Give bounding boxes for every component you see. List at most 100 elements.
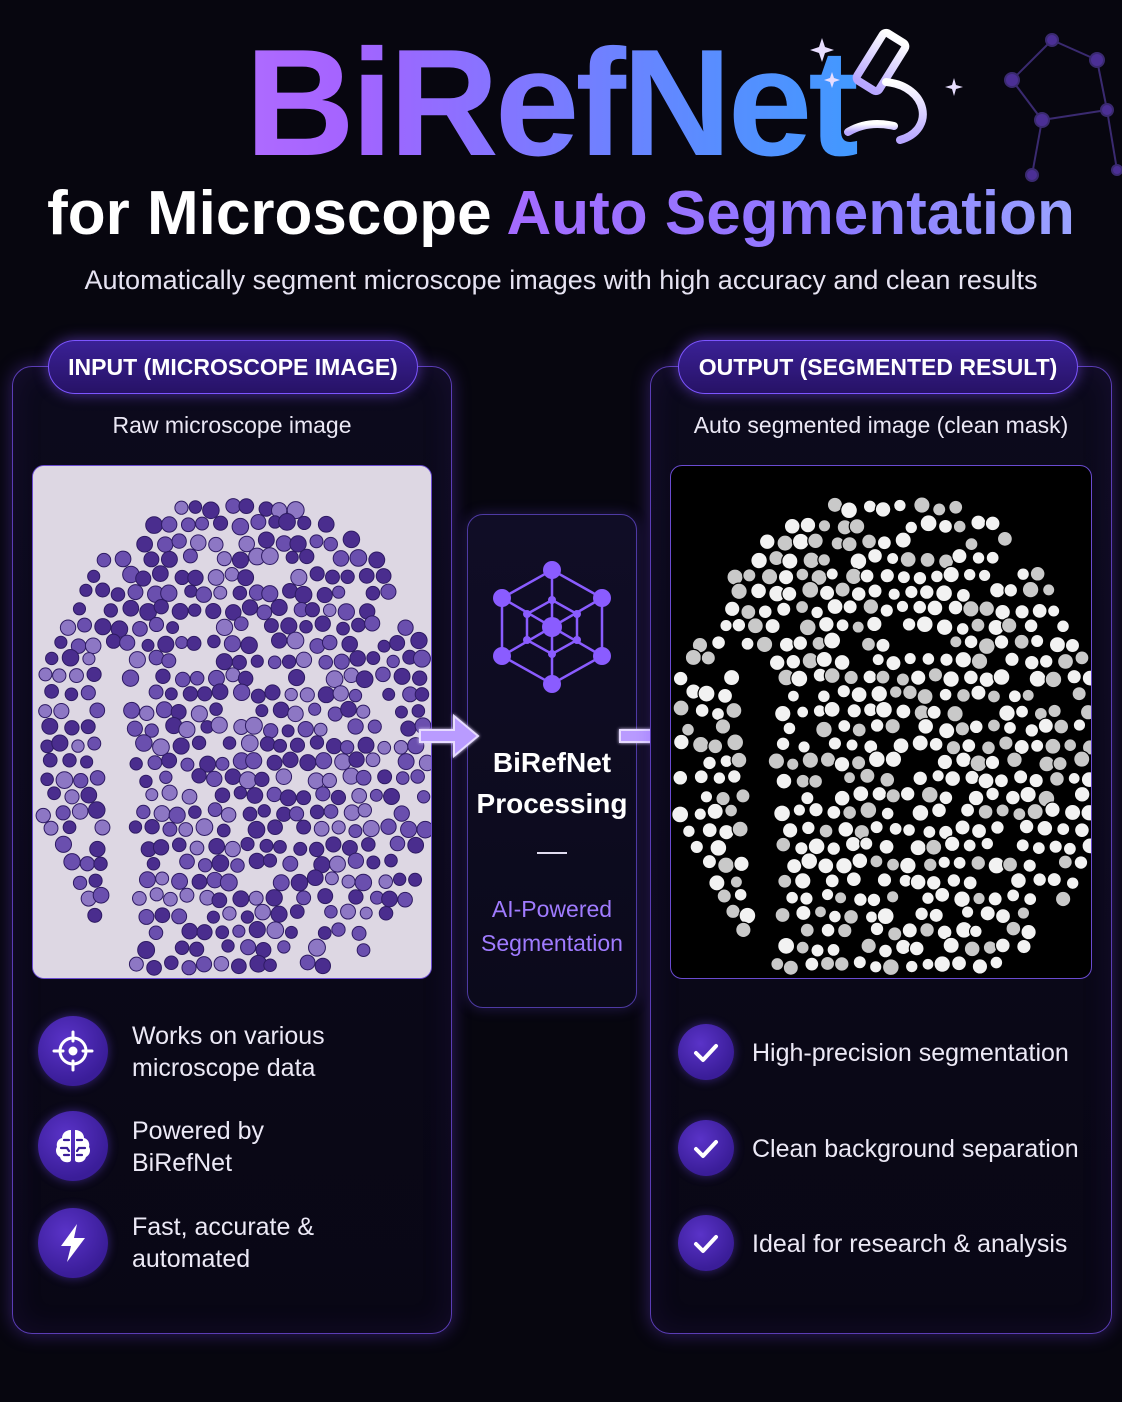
cell (224, 768, 242, 785)
cell (329, 855, 346, 873)
cell (808, 801, 824, 818)
cell (207, 569, 225, 586)
cell (180, 757, 195, 772)
cell (708, 874, 726, 892)
cell (845, 738, 859, 752)
cell (804, 956, 820, 972)
cell (213, 955, 230, 972)
cell (869, 819, 884, 835)
cell (1021, 688, 1035, 702)
cell (820, 887, 835, 902)
cell (172, 837, 187, 853)
cell (240, 636, 258, 655)
cell (272, 701, 290, 719)
cell (259, 736, 276, 752)
feature-line: automated (132, 1245, 251, 1273)
cell (1024, 722, 1040, 738)
cell (926, 704, 942, 721)
cell (939, 652, 954, 668)
cell (750, 551, 768, 570)
cell (1004, 651, 1020, 668)
cell (1014, 704, 1030, 719)
cell (148, 684, 164, 700)
cell (296, 890, 312, 906)
cell (1037, 717, 1054, 734)
cell (1063, 738, 1078, 753)
cell (82, 652, 96, 666)
cell (909, 873, 927, 891)
cell (867, 750, 886, 769)
cell (416, 820, 431, 839)
cell (181, 960, 197, 976)
cell (88, 873, 103, 888)
cell (149, 887, 164, 902)
cell (978, 671, 996, 689)
segmented-cells-illustration (671, 496, 1091, 977)
cell (356, 704, 371, 719)
cell (309, 735, 325, 750)
cell (716, 687, 734, 704)
cell (942, 670, 960, 688)
cell (135, 570, 152, 587)
cell (336, 621, 350, 636)
cell (380, 818, 397, 835)
cell (266, 786, 282, 803)
cell (816, 689, 831, 704)
cell (876, 872, 893, 888)
cell (248, 852, 266, 870)
cell (54, 835, 73, 853)
feature-powered-by: Powered by BiRefNet (132, 1115, 432, 1179)
cell (817, 518, 832, 533)
cell (152, 738, 170, 757)
cell (951, 547, 968, 565)
cell (386, 654, 400, 669)
cell (833, 956, 850, 972)
cell (775, 836, 792, 853)
cell (137, 941, 156, 959)
output-panel-label: OUTPUT (SEGMENTED RESULT) (678, 340, 1078, 394)
cell (163, 891, 178, 907)
cell (233, 786, 248, 800)
cell (40, 772, 54, 787)
neural-network-icon (493, 561, 611, 693)
cell (384, 853, 398, 868)
cell (1003, 582, 1019, 598)
cell (222, 736, 237, 750)
cell (818, 823, 834, 839)
cell (735, 788, 751, 804)
cell (340, 569, 355, 584)
cell (152, 565, 169, 582)
cell (776, 534, 794, 552)
cell (963, 634, 979, 650)
cell (920, 785, 939, 804)
cell (407, 836, 425, 854)
cell (795, 773, 811, 789)
cell (852, 955, 867, 970)
cell (862, 499, 877, 514)
brain-icon (38, 1111, 108, 1181)
cell (284, 925, 298, 939)
cell (182, 548, 198, 564)
cell (375, 666, 391, 683)
cell (299, 619, 313, 634)
cell (782, 959, 799, 976)
cell (330, 789, 347, 806)
cell (230, 858, 245, 873)
cell (800, 820, 816, 836)
cell (397, 891, 413, 908)
cell (946, 873, 962, 888)
cell (893, 498, 907, 513)
cell (878, 943, 893, 959)
cell (848, 517, 866, 535)
cell (93, 856, 108, 872)
cell (1044, 670, 1063, 689)
cell (1081, 837, 1091, 855)
cell (80, 685, 96, 701)
cell (931, 769, 945, 783)
cell (324, 871, 339, 886)
cell (702, 755, 717, 771)
cell (278, 513, 296, 531)
cell (777, 873, 793, 889)
cell (871, 785, 888, 802)
cell (315, 752, 333, 770)
